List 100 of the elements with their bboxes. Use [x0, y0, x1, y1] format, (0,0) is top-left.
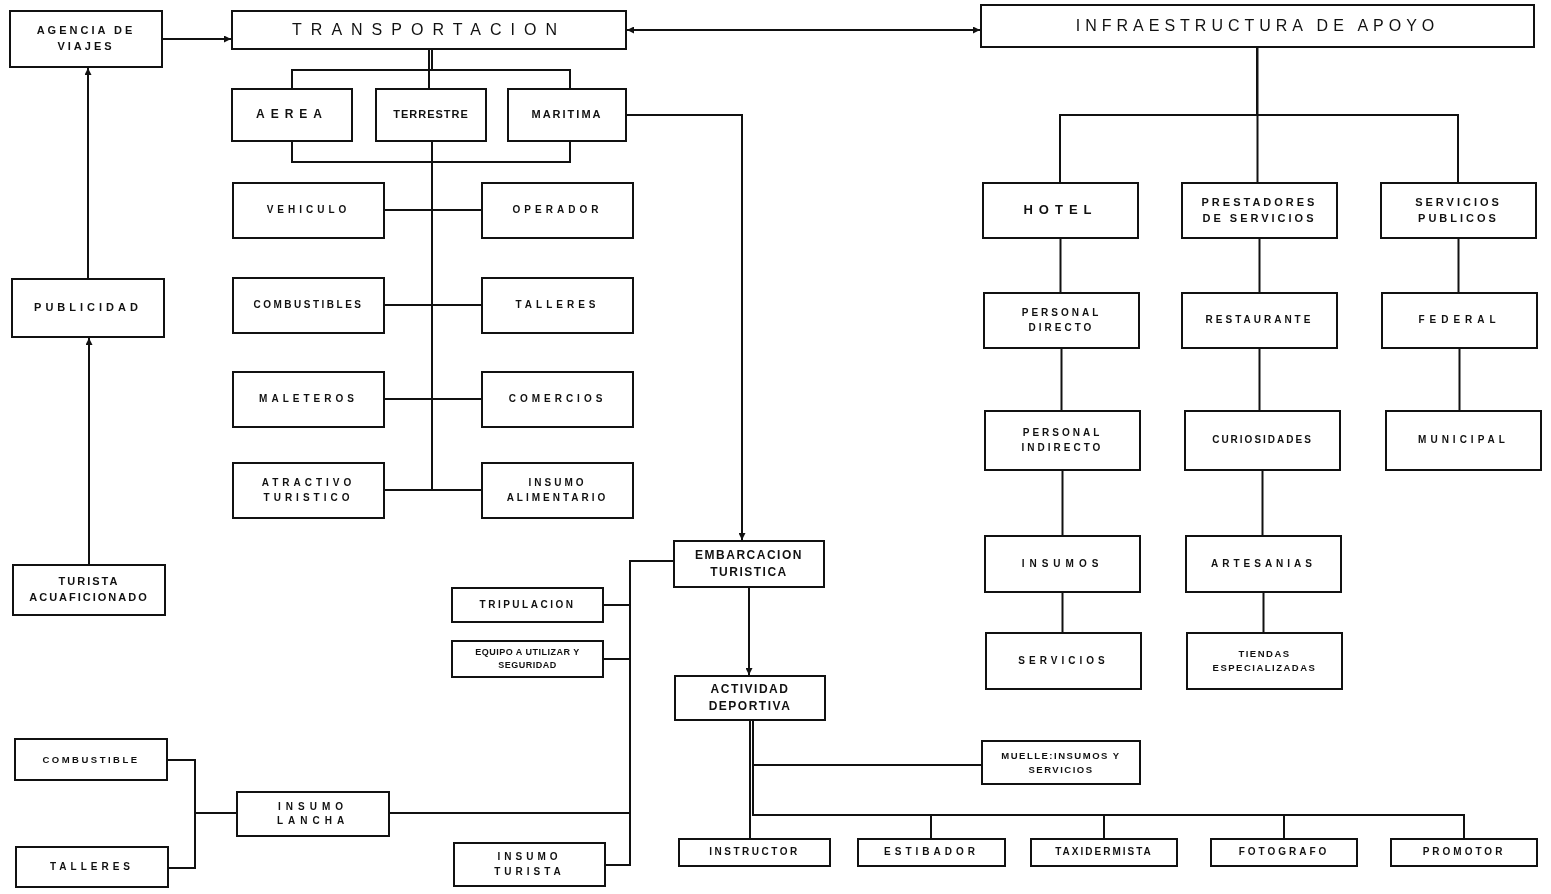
process-box: [980, 4, 1535, 48]
connector-line: [168, 812, 237, 869]
box-label: TALLERES: [49, 859, 134, 874]
box-label: COMBUSTIBLE: [42, 752, 140, 767]
process-box: [14, 738, 168, 781]
connector-line: [1262, 592, 1265, 633]
box-label: INSUMO LANCHA: [275, 799, 351, 828]
process-box: [1184, 410, 1341, 471]
box-label: TALLERES: [515, 298, 600, 313]
box-label: PERSONAL DIRECTO: [1020, 306, 1103, 335]
box-label: TRIPULACION: [479, 597, 576, 612]
box-label: ARTESANIAS: [1211, 556, 1316, 571]
box-label: COMBUSTIBLES: [253, 298, 364, 313]
process-box: [451, 587, 604, 623]
arrow: [626, 26, 981, 34]
connector-line: [1457, 238, 1460, 293]
process-box: [1385, 410, 1542, 471]
process-box: [11, 278, 165, 338]
process-box: [232, 371, 385, 428]
connector-line: [428, 49, 430, 89]
process-box: [1181, 292, 1338, 349]
process-box: [375, 88, 487, 142]
process-box: [857, 838, 1006, 867]
box-label: OPERADOR: [512, 203, 603, 218]
box-label: FEDERAL: [1418, 313, 1501, 328]
process-box: [481, 371, 634, 428]
box-label: AGENCIA DE VIAJES: [36, 23, 136, 54]
arrow: [745, 587, 753, 676]
process-box: [984, 535, 1141, 593]
connector-line: [1258, 348, 1261, 411]
box-label: HOTEL: [1023, 201, 1098, 220]
box-label: PRESTADORES DE SERVICIOS: [1200, 194, 1319, 226]
process-box: [481, 277, 634, 334]
process-box: [232, 277, 385, 334]
arrow: [162, 35, 232, 43]
process-box: [1210, 838, 1358, 867]
process-box: [981, 740, 1141, 785]
box-label: TERRESTRE: [393, 107, 469, 123]
box-label: MARITIMA: [531, 107, 603, 123]
connector-line: [1458, 348, 1461, 411]
process-box: [985, 632, 1142, 690]
box-label: EQUIPO A UTILIZAR Y SEGURIDAD: [474, 645, 581, 672]
process-box: [982, 182, 1139, 239]
arrow: [626, 114, 746, 541]
process-box: [12, 564, 166, 616]
process-box: [1381, 292, 1538, 349]
process-box: [481, 462, 634, 519]
connector-line: [1060, 348, 1063, 411]
process-box: [1186, 632, 1343, 690]
box-label: FOTOGRAFO: [1238, 845, 1330, 860]
box-label: TIENDAS ESPECIALIZADAS: [1211, 647, 1318, 675]
box-label: ATRACTIVO TURISTICO: [260, 476, 357, 505]
box-label: SERVICIOS PUBLICOS: [1414, 194, 1503, 226]
process-box: [1390, 838, 1538, 867]
process-box: [231, 88, 353, 142]
box-label: PERSONAL INDIRECTO: [1020, 426, 1105, 455]
connector-line: [1061, 470, 1064, 536]
box-label: COMERCIOS: [508, 392, 607, 407]
box-label: TURISTA ACUAFICIONADO: [28, 574, 150, 605]
connector-line: [1258, 238, 1261, 293]
process-box: [1181, 182, 1338, 239]
connector-line: [1059, 238, 1062, 293]
connector-line: [749, 720, 751, 839]
process-box: [507, 88, 627, 142]
box-label: ESTIBADOR: [884, 845, 979, 860]
process-box: [983, 292, 1140, 349]
connector-line: [1261, 470, 1264, 536]
arrow: [85, 337, 93, 565]
process-box: [231, 10, 627, 50]
box-label: TAXIDERMISTA: [1055, 845, 1153, 860]
process-box: [236, 791, 390, 837]
box-label: SERVICIOS: [1018, 653, 1109, 668]
process-box: [15, 846, 169, 888]
connector-line: [1256, 47, 1259, 183]
box-label: PROMOTOR: [1422, 845, 1506, 860]
process-box: [232, 182, 385, 239]
connector-line: [1061, 592, 1064, 633]
box-label: TRANSPORTACION: [292, 20, 566, 41]
process-box: [984, 410, 1141, 471]
box-label: INSTRUCTOR: [709, 845, 800, 860]
process-box: [451, 640, 604, 678]
box-label: MALETEROS: [259, 392, 358, 407]
arrow: [84, 67, 92, 279]
box-label: MUELLE:INSUMOS Y SERVICIOS: [1000, 748, 1122, 777]
process-box: [232, 462, 385, 519]
box-label: EMBARCACION TURISTICA: [694, 546, 804, 581]
box-label: INSUMOS: [1021, 556, 1104, 571]
connector-line: [1256, 47, 1459, 183]
box-label: CURIOSIDADES: [1212, 433, 1313, 448]
box-label: AEREA: [256, 106, 328, 124]
box-label: INFRAESTRUCTURA DE APOYO: [1075, 16, 1440, 37]
connector-line: [605, 560, 674, 866]
process-box: [9, 10, 163, 68]
process-box: [1185, 535, 1342, 593]
process-box: [1380, 182, 1537, 239]
box-label: INSUMO TURISTA: [493, 850, 566, 879]
box-label: PUBLICIDAD: [34, 300, 142, 316]
box-label: RESTAURANTE: [1205, 313, 1314, 328]
box-label: MUNICIPAL: [1418, 433, 1509, 448]
process-box: [453, 842, 606, 887]
